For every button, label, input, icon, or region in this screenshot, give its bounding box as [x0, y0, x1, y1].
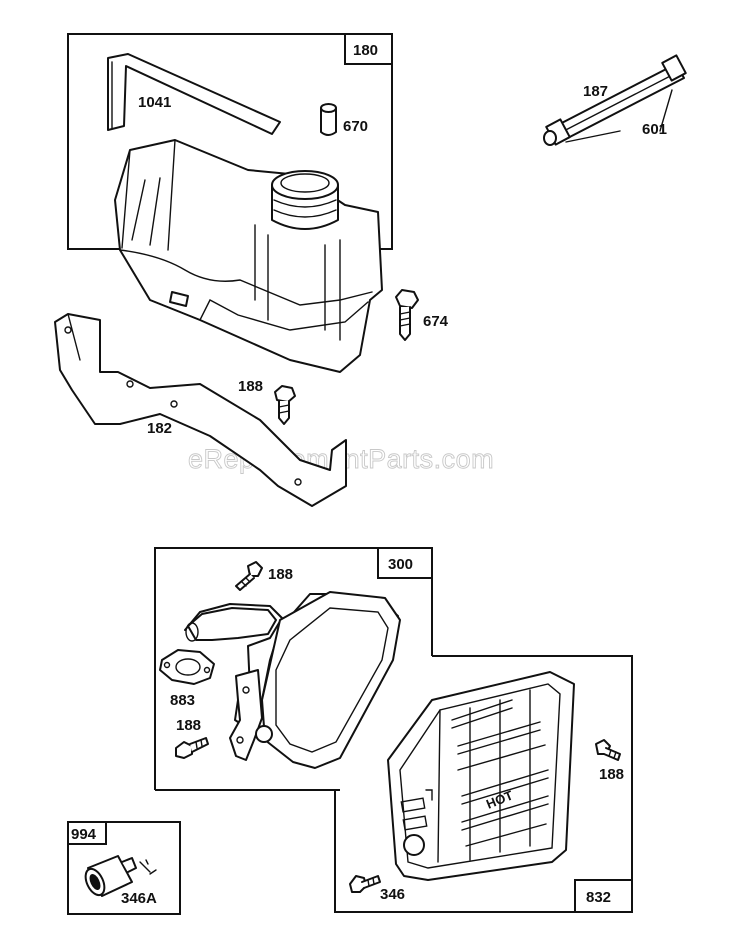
- tank-bracket-part: [54, 313, 347, 507]
- fuel-tank-part: [114, 139, 383, 373]
- label-674: 674: [423, 313, 449, 330]
- tank-screw-part: [395, 289, 419, 341]
- label-1041: 1041: [138, 94, 171, 111]
- muffler-guard-kit-box: 832: [334, 655, 633, 913]
- label-182: 182: [147, 420, 172, 437]
- muffler-part: [184, 591, 401, 769]
- fuel-tank-kit-box: 180: [67, 33, 393, 250]
- spacer-part: [320, 103, 337, 136]
- muffler-guard-part: HOT: [387, 671, 575, 881]
- terminal-part: [84, 855, 157, 897]
- fuel-line-part: [543, 54, 687, 146]
- bracket-screw-part: [274, 385, 296, 425]
- guard-screw-bottom-part: [349, 875, 381, 893]
- box-number-994: 994: [71, 826, 97, 843]
- muffler-screw-left-part: [175, 737, 209, 759]
- label-187: 187: [583, 83, 608, 100]
- muffler-gasket-part: [159, 649, 215, 685]
- label-188-bracket: 188: [238, 378, 263, 395]
- label-346: 346: [380, 886, 405, 903]
- label-188-left: 188: [176, 717, 201, 734]
- muffler-kit-box: 300: [154, 547, 433, 791]
- label-601: 601: [642, 121, 667, 138]
- label-188-right: 188: [599, 766, 624, 783]
- label-188-top: 188: [268, 566, 293, 583]
- box-number-832: 832: [586, 889, 611, 906]
- box-number-300: 300: [388, 556, 413, 573]
- terminal-kit-box: 994: [67, 821, 181, 915]
- guard-screw-right-part: [595, 739, 621, 761]
- label-346A: 346A: [121, 890, 157, 907]
- guard-vent-slots: [451, 689, 549, 861]
- box-number-180: 180: [353, 42, 378, 59]
- label-883: 883: [170, 692, 195, 709]
- clamp-leader-lines: [565, 89, 673, 143]
- tank-strap-part: [107, 53, 281, 135]
- muffler-screw-top-part: [235, 561, 263, 591]
- label-670: 670: [343, 118, 368, 135]
